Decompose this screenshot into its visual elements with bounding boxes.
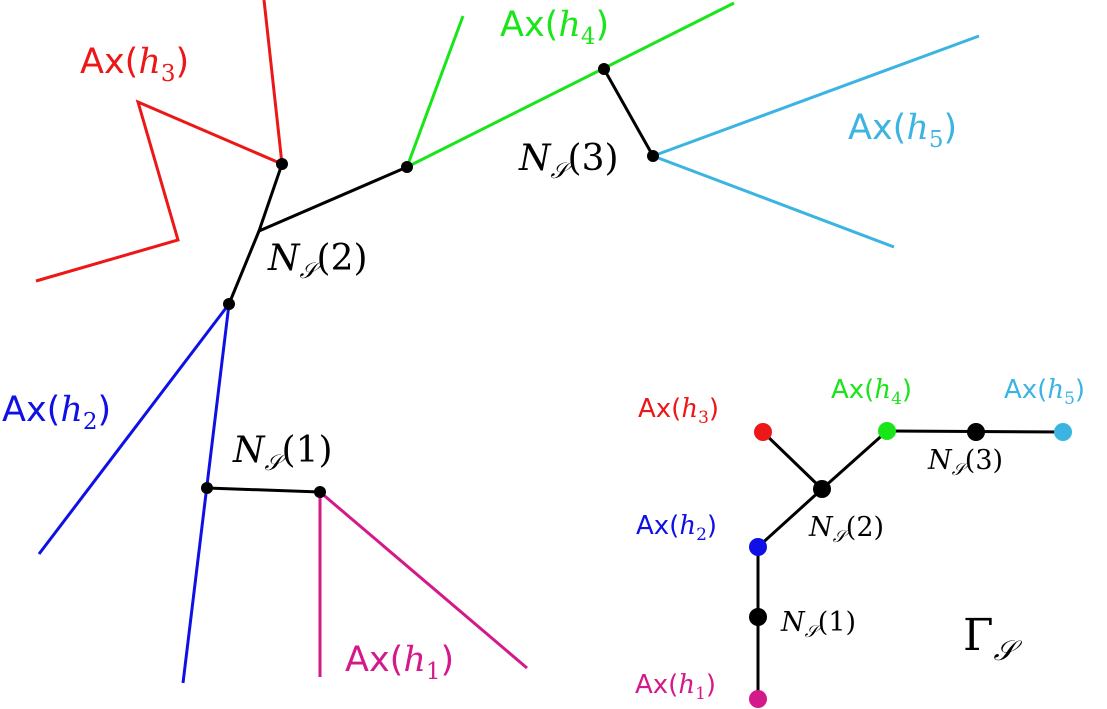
graph-node-h3: [754, 423, 772, 441]
axis-h4-branch: [405, 15, 465, 168]
graph-label-n2: N𝒮(2): [808, 512, 884, 547]
graph-title-gamma: Γ𝒮: [963, 610, 1023, 667]
connector-n2-h2: [227, 230, 261, 305]
label-ax-h3: Ax(h3): [80, 42, 189, 87]
neighborhood-n3-segment: [602, 68, 655, 157]
graph-label-n3: N𝒮(3): [927, 445, 1003, 480]
graph-node-n1: [749, 608, 767, 626]
axis-h5-lower: [652, 154, 895, 249]
graph-label-ax-h5: Ax(h5): [1004, 375, 1085, 409]
label-n1: N𝒮(1): [232, 430, 333, 476]
gamma-graph: Ax(h3) Ax(h4) Ax(h5) Ax(h2) Ax(h1) N𝒮(3)…: [635, 375, 1085, 708]
label-ax-h4: Ax(h4): [500, 5, 609, 50]
graph-node-h4: [878, 422, 896, 440]
graph-edge: [756, 487, 824, 549]
axis-h1-diagonal: [319, 490, 528, 670]
axis-h4-line: [406, 1, 735, 169]
graph-node-h5: [1054, 423, 1072, 441]
axis-h5-upper: [652, 34, 980, 158]
axis-tree: Ax(h3) Ax(h4) Ax(h5) Ax(h2) Ax(h1) N𝒮(2)…: [2, 0, 980, 685]
graph-label-ax-h4: Ax(h4): [831, 375, 912, 409]
graph-label-ax-h3: Ax(h3): [638, 394, 719, 428]
label-ax-h2: Ax(h2): [2, 390, 111, 435]
tree-node: [598, 63, 610, 75]
graph-label-ax-h1: Ax(h1): [635, 670, 716, 704]
axis-h3-line: [35, 0, 284, 283]
tree-node: [647, 150, 659, 162]
tree-node: [201, 482, 213, 494]
label-n2: N𝒮(2): [267, 238, 368, 284]
graph-node-h2: [749, 538, 767, 556]
graph-edge: [761, 430, 824, 491]
graph-node-n2: [813, 480, 831, 498]
graph-edge: [821, 429, 888, 491]
axis-h2-left: [37, 303, 231, 555]
label-n3: N𝒮(3): [518, 138, 619, 184]
label-ax-h1: Ax(h1): [345, 640, 454, 685]
tree-node: [276, 158, 288, 170]
label-ax-h5: Ax(h5): [848, 108, 957, 153]
graph-node-h1: [749, 690, 767, 708]
graph-label-ax-h2: Ax(h2): [636, 511, 717, 545]
neighborhood-n2-path: [256, 163, 408, 234]
graph-label-n1: N𝒮(1): [780, 607, 856, 642]
tree-node: [401, 161, 413, 173]
neighborhood-n1-segment: [206, 486, 321, 494]
graph-node-n3: [967, 423, 985, 441]
tree-node: [223, 298, 235, 310]
tree-node: [314, 486, 326, 498]
